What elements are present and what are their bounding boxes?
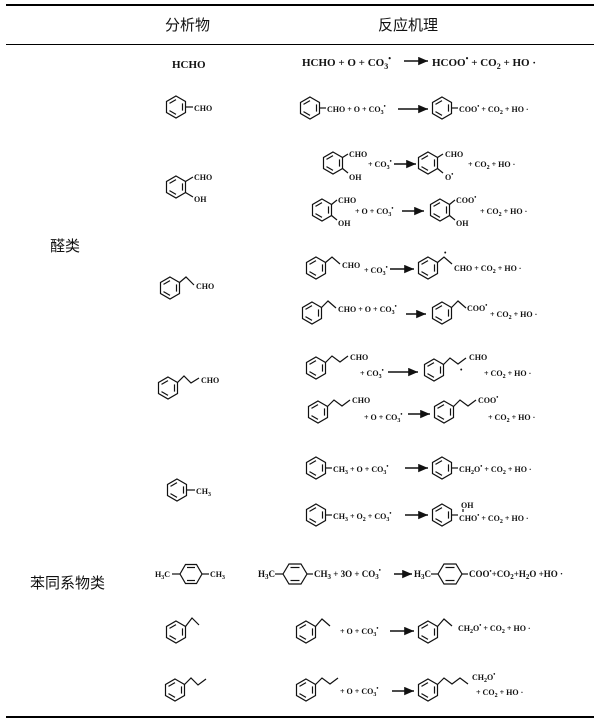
equation-p-xylene: H3C CH3 + 3O + CO3• H3C COO•+CO2+H2O +HO… [258,563,563,585]
svg-text:+ CO2 + HO ·: + CO2 + HO · [484,369,531,380]
svg-text:CHO: CHO [469,353,487,362]
svg-text:+ O + CO3•: + O + CO3• [340,686,378,698]
svg-text:CHO: CHO [350,353,368,362]
svg-text:OH: OH [194,195,207,204]
svg-text:CHO + O + CO3•: CHO + O + CO3• [338,304,397,316]
top-rule-thick [6,4,594,6]
svg-text:OH: OH [338,219,351,228]
svg-text:+ CO2 + HO ·: + CO2 + HO · [488,413,535,424]
svg-text:+ CO2 + HO ·: + CO2 + HO · [476,688,523,699]
svg-text:•: • [460,366,463,374]
svg-text:CHO• + CO2 + HO ·: CHO• + CO2 + HO · [459,513,529,525]
svg-text:CH3 + 3O + CO3•: CH3 + 3O + CO3• [314,568,381,581]
category-benzene-series: 苯同系物类 [30,574,106,592]
svg-text:OH: OH [456,219,469,228]
svg-text:CHO: CHO [349,150,367,159]
svg-text:CH2O• + CO2 + HO ·: CH2O• + CO2 + HO · [458,623,531,635]
analyte-propylbenzene [164,677,207,702]
analyte-salicylaldehyde: CHO OH [165,173,212,204]
svg-text:CHO + CO2 + HO ·: CHO + CO2 + HO · [454,264,521,275]
svg-text:CHO: CHO [352,396,370,405]
svg-text:H3C: H3C [155,570,170,581]
svg-text:+ CO3•: + CO3• [364,265,388,277]
analyte-ethylbenzene [165,617,200,644]
svg-text:OH: OH [461,501,474,510]
svg-text:COO•+CO2+H2O +HO ·: COO•+CO2+H2O +HO · [469,569,563,581]
svg-text:HCHO + O + CO3•: HCHO + O + CO3• [302,54,391,71]
svg-text:O•: O• [445,172,453,182]
equation-phenylpropanal-1: CHO + CO3• • CHO + CO2 + HO · [305,353,531,382]
equation-hcho: HCHO + O + CO3• HCOO• + CO2 + HO · [302,54,536,71]
equation-propylbenzene: + O + CO3• CH2O• + CO2 + HO · [295,672,523,702]
svg-text:CHO: CHO [194,173,212,182]
svg-text:CHO: CHO [342,261,360,270]
svg-text:+ O + CO3•: + O + CO3• [355,206,393,218]
analyte-hcho: HCHO [172,59,206,71]
svg-text:COO•: COO• [478,395,498,405]
svg-text:HCOO• + CO2 + HO ·: HCOO• + CO2 + HO · [432,54,536,71]
svg-text:CHO: CHO [338,196,356,205]
svg-text:OH: OH [349,173,362,182]
svg-text:CH2O•: CH2O• [472,672,495,684]
svg-text:+ CO3•: + CO3• [368,159,392,171]
category-aldehydes: 醛类 [50,237,81,255]
equation-ethylbenzene: + O + CO3• CH2O• + CO2 + HO · [295,618,531,644]
svg-text:+ CO2 + HO ·: + CO2 + HO · [490,310,537,321]
header-mechanism: 反应机理 [378,16,439,34]
equation-phenylacetaldehyde-2: CHO + O + CO3• COO• + CO2 + HO · [301,300,537,325]
analyte-benzaldehyde: CHO [165,95,212,119]
svg-text:CHO: CHO [445,150,463,159]
header-rule [6,44,594,45]
equation-benzaldehyde: CHO + O + CO3• COO• + CO2 + HO · [299,96,529,120]
svg-text:H3C: H3C [414,569,431,581]
analyte-phenylpropanal: CHO [157,375,219,400]
equation-phenylpropanal-2: CHO + O + CO3• COO• + CO2 + HO · [307,395,535,424]
svg-text:+ O + CO3•: + O + CO3• [340,626,378,638]
equation-toluene-1: CH3 + O + CO3• CH2O• + CO2 + HO · [305,456,532,480]
svg-text:CH3: CH3 [196,487,211,498]
header-analyte: 分析物 [165,16,211,34]
svg-text:+ CO2 + HO ·: + CO2 + HO · [480,207,527,218]
svg-text:CH3 + O2 + CO3•: CH3 + O2 + CO3• [333,511,391,523]
svg-text:H3C: H3C [258,569,275,581]
svg-text:CH3: CH3 [210,570,225,581]
svg-text:+ CO3•: + CO3• [360,368,384,380]
svg-text:•: • [444,249,447,257]
svg-text:CHO: CHO [194,104,212,113]
svg-text:CHO: CHO [196,282,214,291]
equation-phenylacetaldehyde-1: CHO + CO3• • CHO + CO2 + HO · [305,249,521,280]
svg-text:CH2O• + CO2 + HO ·: CH2O• + CO2 + HO · [459,464,532,476]
analyte-phenylacetaldehyde: CHO [159,276,214,300]
analyte-toluene: CH3 [166,478,211,502]
svg-text:CHO + O + CO3•: CHO + O + CO3• [327,104,386,116]
analyte-p-xylene: H3C CH3 [155,563,225,585]
equation-salicylaldehyde-2: CHO OH + O + CO3• COO• OH + CO2 + HO · [311,195,527,228]
svg-text:COO•: COO• [467,303,487,313]
equation-toluene-2: CH3 + O2 + CO3• OH CHO• + CO2 + HO · [305,501,529,527]
svg-text:+ CO2 + HO ·: + CO2 + HO · [468,160,515,171]
bottom-rule-thick [6,716,594,718]
equation-salicylaldehyde-1: CHO OH + CO3• CHO O• + CO2 + HO · [322,150,515,182]
svg-text:+ O + CO3•: + O + CO3• [364,412,402,424]
svg-text:CH3 + O + CO3•: CH3 + O + CO3• [333,464,388,476]
svg-text:COO•: COO• [456,195,476,205]
svg-text:COO• + CO2 + HO ·: COO• + CO2 + HO · [459,104,529,116]
svg-text:CHO: CHO [201,376,219,385]
